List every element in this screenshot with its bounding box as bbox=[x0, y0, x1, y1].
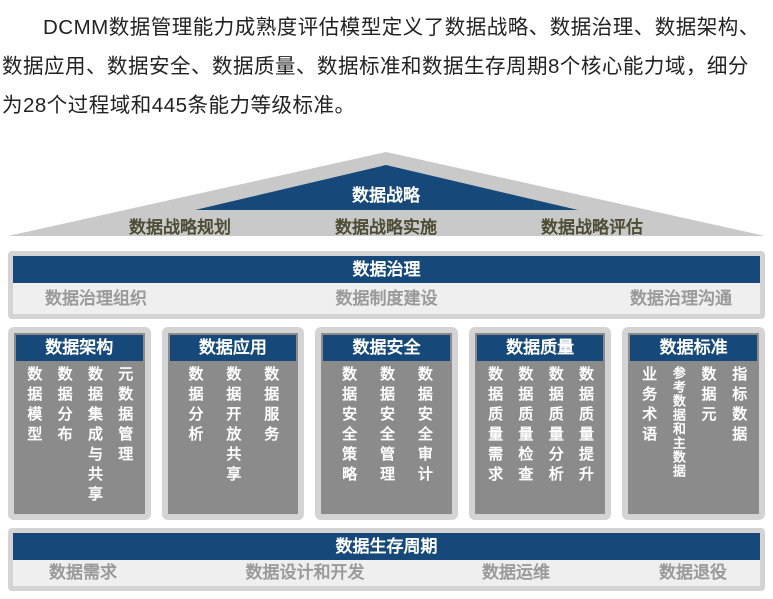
column-title: 数据架构 bbox=[16, 335, 143, 361]
strategy-item-label: 数据战略规划 bbox=[129, 218, 231, 237]
column-item: 数据分析 bbox=[186, 366, 204, 446]
column-item: 数据模型 bbox=[25, 366, 43, 446]
lifecycle-items-row: 数据需求 数据设计和开发 数据运维 数据退役 bbox=[13, 560, 760, 586]
governance-items-row: 数据治理组织 数据制度建设 数据治理沟通 bbox=[13, 283, 760, 314]
governance-bar: 数据治理 数据治理组织 数据制度建设 数据治理沟通 bbox=[8, 251, 765, 319]
governance-item-label: 数据制度建设 bbox=[335, 289, 438, 308]
column-panel: 数据应用 数据分析 数据开放共享 数据服务 bbox=[167, 333, 299, 514]
column-panel: 数据安全 数据安全策略 数据安全管理 数据安全审计 bbox=[321, 333, 452, 514]
column-title: 数据应用 bbox=[169, 335, 297, 361]
column-items: 数据模型 数据分布 数据集成与共享 元数据管理 bbox=[14, 361, 145, 514]
governance-title: 数据治理 bbox=[13, 256, 760, 283]
capability-column-architecture: 数据架构 数据模型 数据分布 数据集成与共享 元数据管理 bbox=[8, 327, 151, 520]
strategy-items-row: 数据战略规划 数据战略实施 数据战略评估 bbox=[8, 213, 765, 237]
capability-columns-row: 数据架构 数据模型 数据分布 数据集成与共享 元数据管理 数据应用 数据分析 数… bbox=[8, 327, 765, 520]
strategy-roof: 数据战略 数据战略规划 数据战略实施 数据战略评估 bbox=[8, 151, 765, 237]
lifecycle-title: 数据生存周期 bbox=[13, 533, 760, 560]
column-item: 元数据管理 bbox=[116, 366, 134, 466]
lifecycle-item-label: 数据退役 bbox=[659, 563, 727, 582]
column-item: 数据集成与共享 bbox=[85, 366, 103, 506]
column-items: 业务术语 参考数据和主数据 数据元 指标数据 bbox=[628, 361, 759, 514]
column-item: 指标数据 bbox=[730, 366, 748, 446]
column-item: 数据元 bbox=[699, 366, 717, 426]
column-item: 数据分布 bbox=[55, 366, 73, 446]
lifecycle-bar: 数据生存周期 数据需求 数据设计和开发 数据运维 数据退役 bbox=[8, 528, 765, 591]
dcmm-model-diagram: 数据战略 数据战略规划 数据战略实施 数据战略评估 数据治理 数据治理组织 数据… bbox=[8, 151, 765, 591]
capability-column-quality: 数据质量 数据质量需求 数据质量检查 数据质量分析 数据质量提升 bbox=[468, 327, 612, 520]
column-items: 数据分析 数据开放共享 数据服务 bbox=[168, 361, 299, 514]
lifecycle-item-label: 数据运维 bbox=[482, 563, 550, 582]
column-item: 数据开放共享 bbox=[224, 366, 242, 486]
column-title: 数据质量 bbox=[476, 335, 604, 361]
column-panel: 数据架构 数据模型 数据分布 数据集成与共享 元数据管理 bbox=[14, 333, 145, 514]
strategy-item-label: 数据战略实施 bbox=[335, 218, 437, 237]
strategy-item-label: 数据战略评估 bbox=[541, 218, 643, 237]
capability-column-standards: 数据标准 业务术语 参考数据和主数据 数据元 指标数据 bbox=[622, 327, 765, 520]
column-item: 数据质量检查 bbox=[516, 366, 534, 486]
column-items: 数据安全策略 数据安全管理 数据安全审计 bbox=[321, 361, 452, 514]
roof-shape: 数据战略 bbox=[8, 152, 765, 236]
column-item: 参考数据和主数据 bbox=[670, 366, 686, 478]
column-panel: 数据质量 数据质量需求 数据质量检查 数据质量分析 数据质量提升 bbox=[474, 333, 606, 514]
governance-item-label: 数据治理组织 bbox=[45, 289, 147, 308]
column-item: 业务术语 bbox=[640, 366, 658, 446]
capability-column-security: 数据安全 数据安全策略 数据安全管理 数据安全审计 bbox=[315, 327, 458, 520]
column-item: 数据安全管理 bbox=[377, 366, 395, 486]
strategy-title: 数据战略 bbox=[352, 185, 421, 205]
lifecycle-item-label: 数据需求 bbox=[49, 563, 117, 582]
column-item: 数据安全策略 bbox=[340, 366, 358, 486]
column-title: 数据标准 bbox=[630, 335, 757, 361]
capability-column-application: 数据应用 数据分析 数据开放共享 数据服务 bbox=[161, 327, 305, 520]
roof-blue-triangle bbox=[195, 165, 578, 210]
column-items: 数据质量需求 数据质量检查 数据质量分析 数据质量提升 bbox=[475, 361, 606, 514]
column-item: 数据质量提升 bbox=[577, 366, 595, 486]
column-title: 数据安全 bbox=[323, 335, 450, 361]
column-item: 数据安全审计 bbox=[415, 366, 433, 486]
column-item: 数据服务 bbox=[262, 366, 280, 446]
column-item: 数据质量分析 bbox=[546, 366, 564, 486]
intro-paragraph: DCMM数据管理能力成熟度评估模型定义了数据战略、数据治理、数据架构、数据应用、… bbox=[2, 16, 760, 117]
lifecycle-item-label: 数据设计和开发 bbox=[245, 563, 365, 582]
governance-item-label: 数据治理沟通 bbox=[630, 289, 732, 308]
column-item: 数据质量需求 bbox=[486, 366, 504, 486]
column-panel: 数据标准 业务术语 参考数据和主数据 数据元 指标数据 bbox=[628, 333, 759, 514]
